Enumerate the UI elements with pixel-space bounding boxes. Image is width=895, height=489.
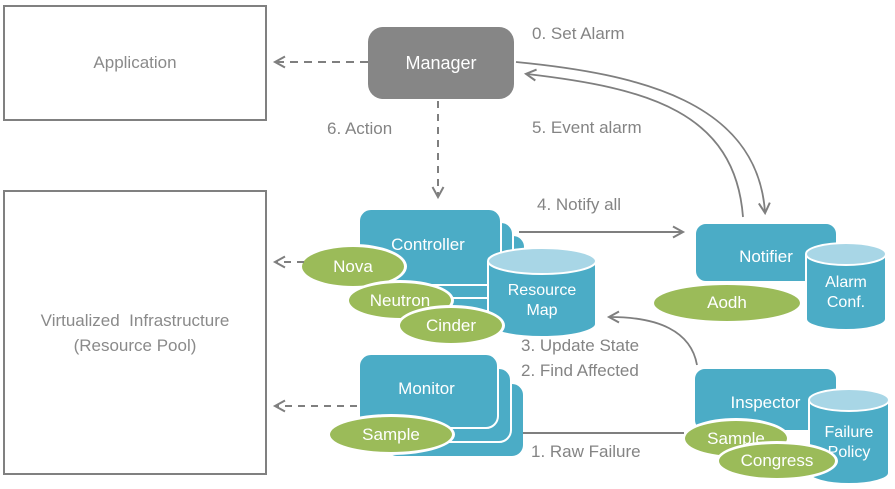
manager-node: Manager [368, 27, 514, 99]
congress-label: Congress [740, 451, 814, 470]
cinder-ellipse: Cinder [397, 305, 505, 346]
aodh-ellipse: Aodh [651, 282, 803, 324]
step-5-label: 5. Event alarm [532, 118, 642, 137]
step-2-label: 2. Find Affected [521, 361, 639, 380]
alarm-conf-cylinder: Alarm Conf. [805, 242, 887, 331]
virtualized-infrastructure-label-line2: (Resource Pool) [73, 335, 197, 355]
inspector-label: Inspector [730, 392, 801, 412]
cinder-label: Cinder [425, 315, 477, 335]
nova-label: Nova [333, 256, 373, 276]
resource-map-label: Resource Map [507, 281, 577, 319]
neutron-label: Neutron [369, 290, 431, 310]
aodh-label: Aodh [707, 293, 747, 312]
application-box: Application [3, 5, 267, 121]
step-1-label: 1. Raw Failure [531, 442, 641, 461]
step-6-label: 6. Action [327, 119, 393, 138]
step-3-label: 3. Update State [521, 336, 640, 355]
step-0-label: 0. Set Alarm [532, 24, 625, 43]
virtualized-infrastructure-label-line1: Virtualized Infrastructure [40, 310, 230, 330]
virtualized-infrastructure-box: Virtualized Infrastructure (Resource Poo… [3, 190, 267, 475]
resource-map-cylinder: Resource Map [487, 247, 597, 338]
monitor-sample-ellipse: Sample [327, 414, 455, 455]
congress-ellipse: Congress [716, 441, 838, 481]
failure-policy-label: Failure Policy [824, 423, 874, 461]
alarm-conf-label: Alarm Conf. [825, 273, 867, 311]
cylinder-shape [805, 242, 887, 331]
cylinder-shape [487, 247, 597, 338]
monitor-sample-label: Sample [362, 424, 420, 444]
manager-label: Manager [405, 52, 477, 73]
step-4-label: 4. Notify all [537, 195, 622, 214]
application-label: Application [93, 53, 177, 72]
nova-ellipse: Nova [299, 244, 407, 289]
notifier-label: Notifier [739, 246, 793, 266]
